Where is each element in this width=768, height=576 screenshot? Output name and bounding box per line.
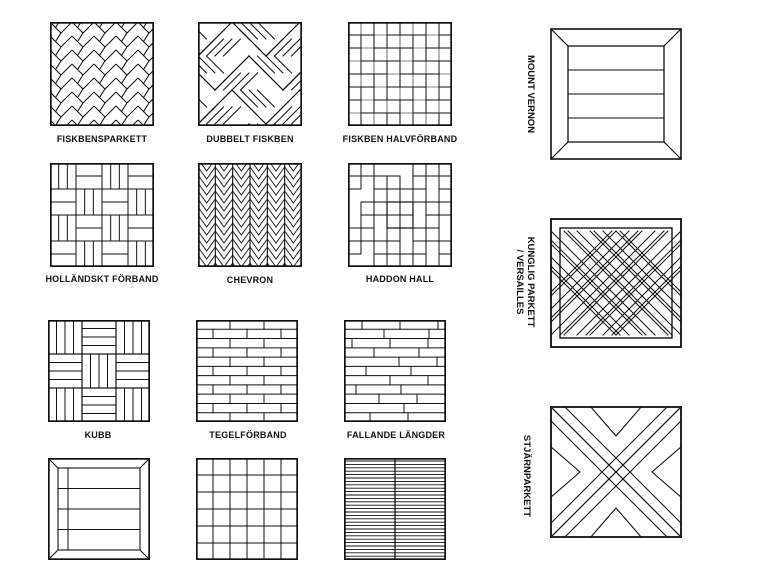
stripes-pattern-diagram	[344, 458, 446, 560]
pattern-kubb	[48, 320, 150, 422]
mount-vernon-diagram	[550, 28, 682, 160]
label-tegelforband: TEGELFÖRBAND	[209, 430, 287, 440]
pattern-stjarnparkett	[550, 406, 682, 538]
pattern-stripes-bottom-right	[344, 458, 446, 560]
pattern-chevron	[198, 163, 302, 267]
label-stjarnparkett: STJÄRNPARKETT	[521, 434, 532, 518]
label-chevron: CHEVRON	[226, 275, 274, 285]
brick-bond-diagram	[196, 320, 298, 422]
label-dubbelt-fiskben: DUBBELT FISKBEN	[206, 134, 294, 144]
herringbone-halfbond-diagram	[348, 22, 452, 126]
random-length-diagram	[344, 320, 446, 422]
pattern-dubbelt-fiskben	[198, 22, 302, 126]
haddon-hall-diagram	[348, 163, 452, 267]
label-fiskben-halvforband: FISKBEN HALVFÖRBAND	[342, 134, 458, 144]
label-fiskbensparkett: FISKBENSPARKETT	[56, 134, 148, 144]
dutch-bond-diagram	[50, 163, 154, 267]
pattern-kunglig-parkett	[550, 218, 682, 348]
double-herringbone-diagram	[198, 22, 302, 126]
pattern-mount-vernon	[550, 28, 682, 160]
versailles-diagram	[550, 218, 682, 348]
pattern-frame-bottom-left	[48, 458, 150, 560]
label-fallande-langder: FALLANDE LÄNGDER	[346, 430, 446, 440]
label-mount-vernon: MOUNT VERNON	[525, 54, 536, 134]
mixed-pattern-diagram	[196, 458, 298, 560]
pattern-hollandskt-forband	[50, 163, 154, 267]
pattern-mixed-bottom-mid	[196, 458, 298, 560]
label-hollandskt-forband: HOLLÄNDSKT FÖRBAND	[45, 274, 159, 284]
pattern-fiskben-halvforband	[348, 22, 452, 126]
basket-weave-diagram	[48, 320, 150, 422]
star-parquet-diagram	[550, 406, 682, 538]
frame-pattern-diagram	[48, 458, 150, 560]
pattern-tegelforband	[196, 320, 298, 422]
pattern-fallande-langder	[344, 320, 446, 422]
label-haddon-hall: HADDON HALL	[365, 274, 435, 284]
pattern-haddon-hall	[348, 163, 452, 267]
chevron-diagram	[198, 163, 302, 267]
label-kubb: KUBB	[84, 430, 112, 440]
herringbone-diagram	[50, 22, 154, 126]
label-kunglig-parkett: KUNGLIG PARKETT / VERSAILLES	[514, 236, 536, 328]
pattern-fiskbensparkett	[50, 22, 154, 126]
